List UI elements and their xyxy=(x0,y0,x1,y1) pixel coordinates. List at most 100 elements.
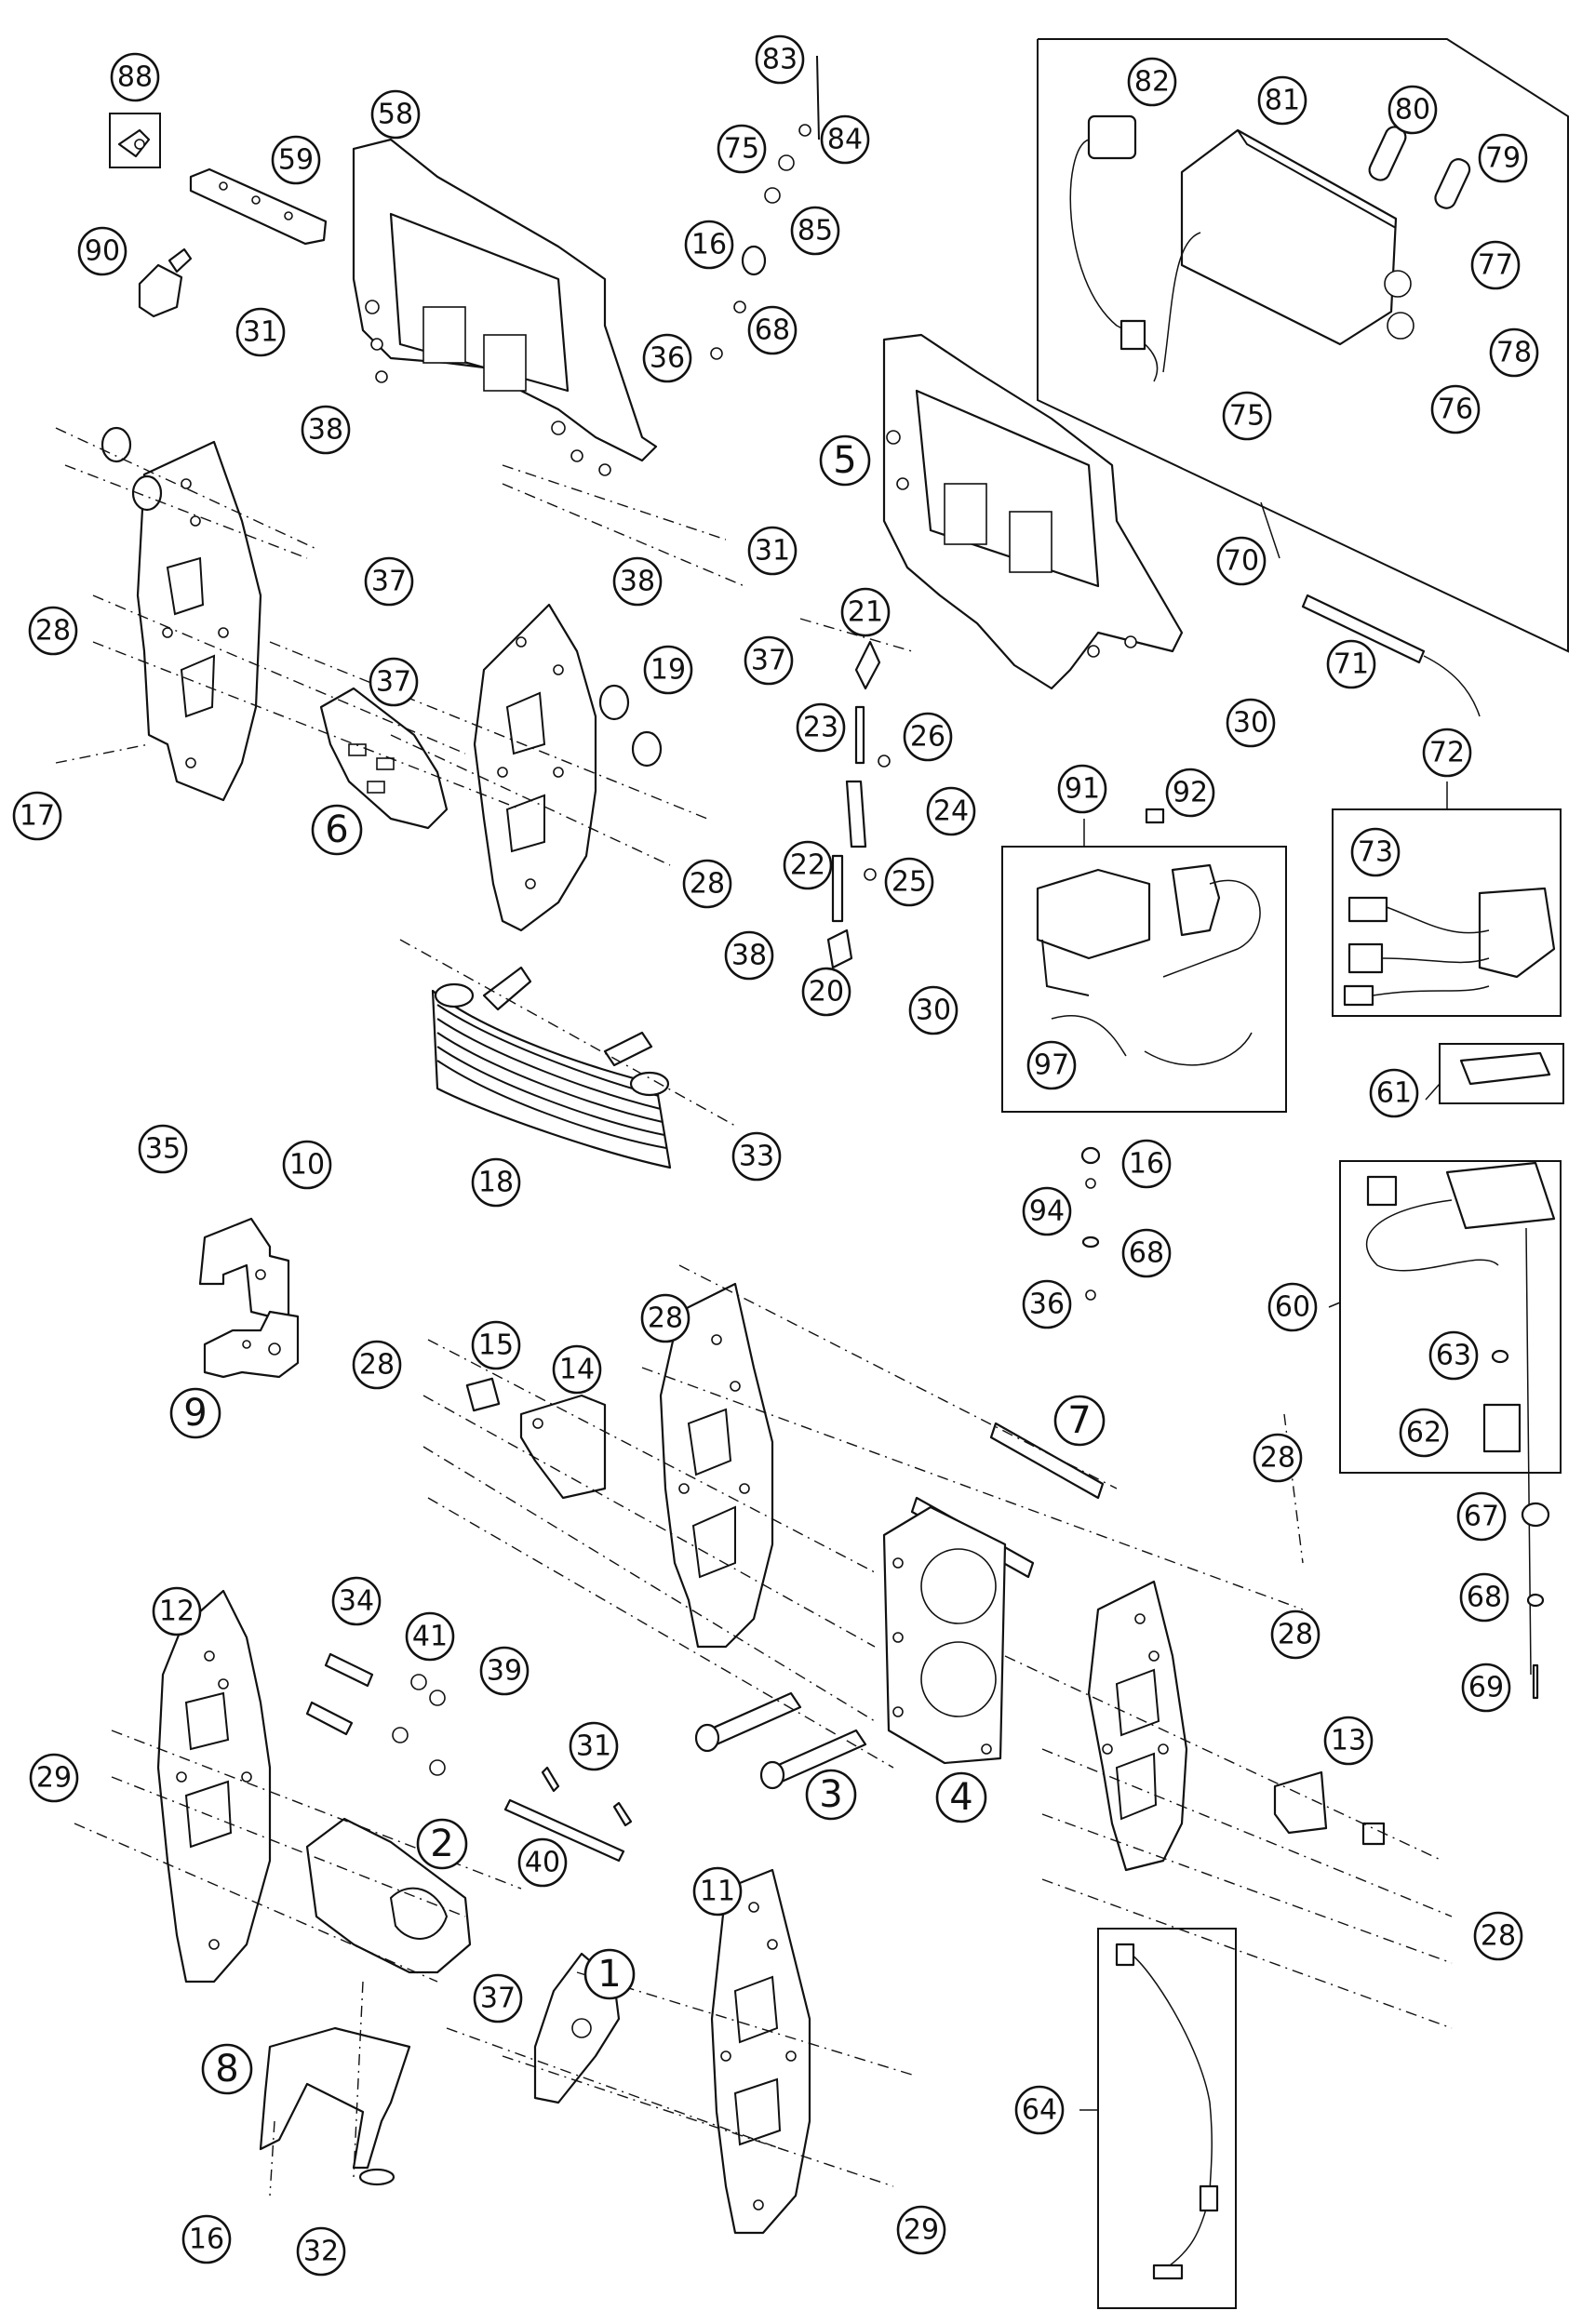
callout-71: 71 xyxy=(1326,639,1376,689)
callout-label: 84 xyxy=(827,124,863,156)
callout-label: 91 xyxy=(1065,773,1100,806)
callout-circle xyxy=(1121,1139,1172,1189)
group-box-88 xyxy=(109,113,161,168)
callout-label: 75 xyxy=(724,133,759,166)
part-label-5: 5 xyxy=(819,434,871,487)
callout-label: 29 xyxy=(36,1762,72,1795)
callout-circle xyxy=(801,967,851,1017)
callout-circle xyxy=(1216,536,1267,586)
callout-label: 72 xyxy=(1429,737,1465,769)
callout-circle xyxy=(612,556,663,607)
callout-15: 15 xyxy=(471,1320,521,1370)
callout-label: 10 xyxy=(289,1149,325,1182)
callout-circle xyxy=(1478,133,1528,183)
callout-circle xyxy=(517,1837,568,1888)
part-59-plate xyxy=(189,167,328,246)
callout-37c: 37 xyxy=(744,635,794,686)
callout-circle xyxy=(1226,698,1276,748)
callout-label: 22 xyxy=(790,849,825,882)
callout-circle xyxy=(1127,57,1177,107)
callout-label: 31 xyxy=(576,1730,611,1763)
callout-circle xyxy=(1369,1068,1419,1118)
assembly-lines xyxy=(55,427,1453,2197)
part-34-bolts xyxy=(305,1652,374,1736)
callout-circle xyxy=(1057,764,1107,814)
callout-label: 28 xyxy=(690,868,725,901)
callout-77: 77 xyxy=(1470,240,1521,290)
callout-circle xyxy=(783,840,833,890)
callout-40: 40 xyxy=(517,1837,568,1888)
callout-circle xyxy=(352,1340,402,1390)
callout-11: 11 xyxy=(692,1866,743,1917)
callout-label: 75 xyxy=(1229,400,1265,433)
callout-circle xyxy=(731,1131,782,1182)
callout-94: 94 xyxy=(1022,1186,1072,1236)
part-14-plate xyxy=(519,1394,607,1500)
part-label-9: 9 xyxy=(169,1387,221,1439)
part-number-text: 6 xyxy=(325,808,348,851)
callout-circle xyxy=(296,2226,346,2277)
callout-circle xyxy=(1014,2085,1065,2135)
callout-38a: 38 xyxy=(301,405,351,455)
callout-circle xyxy=(643,645,693,695)
callout-68a: 68 xyxy=(747,305,798,355)
callout-circle xyxy=(471,1320,521,1370)
callout-label: 60 xyxy=(1275,1291,1310,1324)
part-number-text: 2 xyxy=(430,1823,453,1865)
part-67-68-69 xyxy=(1521,1502,1550,1700)
group-box-61 xyxy=(1439,1043,1564,1104)
callout-29b: 29 xyxy=(896,2205,946,2255)
callout-label: 28 xyxy=(1481,1920,1516,1953)
part-4-plate xyxy=(882,1505,1007,1765)
callout-circle xyxy=(1489,327,1539,378)
callout-37d: 37 xyxy=(473,1973,523,2023)
callout-circle xyxy=(692,1866,743,1917)
callout-circle xyxy=(1350,827,1401,877)
callout-circle xyxy=(271,135,321,185)
part-right-plate-lower xyxy=(1087,1580,1188,1872)
callout-label: 85 xyxy=(798,215,833,247)
callout-circle xyxy=(1323,1716,1374,1766)
callout-circle xyxy=(1270,1609,1321,1660)
callout-circle xyxy=(640,1293,690,1343)
callout-circle xyxy=(747,305,798,355)
callout-label: 71 xyxy=(1334,648,1369,681)
part-18-oil-cooler xyxy=(431,966,672,1169)
callout-68c: 68 xyxy=(1459,1572,1509,1623)
callout-circle xyxy=(1121,1228,1172,1278)
callout-18: 18 xyxy=(471,1157,521,1208)
callout-label: 31 xyxy=(755,535,790,568)
callout-label: 16 xyxy=(189,2224,224,2256)
callout-label: 59 xyxy=(278,144,314,177)
callout-circle xyxy=(479,1646,530,1696)
callout-label: 97 xyxy=(1034,1049,1069,1082)
part-label-4: 4 xyxy=(935,1771,987,1823)
callout-circle xyxy=(1461,1663,1511,1713)
callout-label: 20 xyxy=(809,976,844,1008)
callout-20: 20 xyxy=(801,967,851,1017)
callout-circle xyxy=(1399,1408,1449,1458)
callout-circle xyxy=(29,1753,79,1803)
callout-circle xyxy=(1267,1282,1318,1332)
callout-label: 37 xyxy=(371,566,407,598)
callout-circle xyxy=(790,206,840,256)
callout-label: 82 xyxy=(1134,66,1170,99)
part-71-probe xyxy=(1301,594,1481,717)
callout-25: 25 xyxy=(884,857,934,907)
callout-76: 76 xyxy=(1430,384,1481,434)
part-side-plate-right xyxy=(473,603,597,932)
callout-label: 69 xyxy=(1468,1672,1504,1704)
callout-circle xyxy=(744,635,794,686)
part-92-cap xyxy=(1145,808,1165,824)
part-2-skid xyxy=(305,1817,472,1974)
callout-17: 17 xyxy=(12,791,62,841)
callout-24: 24 xyxy=(926,786,976,836)
callout-label: 30 xyxy=(916,995,951,1027)
callout-circle xyxy=(755,34,805,85)
callout-label: 38 xyxy=(731,940,767,972)
callout-80: 80 xyxy=(1388,85,1438,135)
callout-72: 72 xyxy=(1422,728,1472,778)
callout-label: 15 xyxy=(478,1329,514,1362)
part-6-bracket xyxy=(319,687,449,830)
